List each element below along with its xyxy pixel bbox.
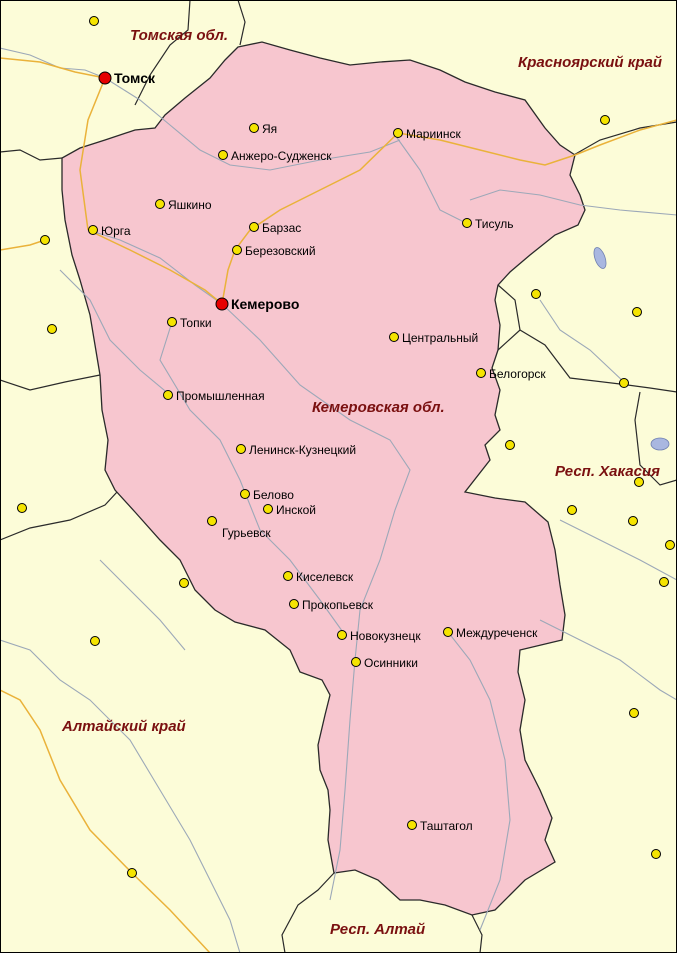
yellow-circle-icon: [249, 123, 259, 133]
city-tomsk[interactable]: Томск: [98, 70, 156, 86]
region-label-altai-rep: Респ. Алтай: [330, 921, 425, 938]
yellow-circle-icon: [351, 657, 361, 667]
yellow-circle-icon: [337, 630, 347, 640]
city-label-inskoy: Инской: [276, 503, 316, 517]
region-label-tomsk: Томская обл.: [130, 27, 228, 44]
city-berezovsky[interactable]: Березовский: [232, 244, 316, 258]
yellow-circle-icon: [462, 218, 472, 228]
region-label-khakassia: Респ. Хакасия: [555, 463, 660, 480]
yellow-circle-icon: [236, 444, 246, 454]
city-label-tomsk: Томск: [114, 70, 156, 86]
yellow-circle-icon: [155, 199, 165, 209]
city-novokuznetsk[interactable]: Новокузнецк: [337, 629, 422, 643]
yellow-circle-icon: [240, 489, 250, 499]
yellow-circle-icon: [232, 245, 242, 255]
city-tsentralny[interactable]: Центральный: [389, 331, 479, 345]
city-label-barzas: Барзас: [262, 221, 301, 235]
yellow-circle-icon: [207, 516, 217, 526]
city-guryevsk[interactable]: Гурьевск: [207, 516, 272, 541]
city-label-guryevsk: Гурьевск: [222, 526, 271, 540]
outside-settlements: [17, 16, 675, 878]
city-label-berezovsky: Березовский: [245, 244, 316, 258]
red-circle-icon: [98, 71, 112, 85]
city-markers: Яя Мариинск Анжеро-Судженск Яшкино Юрга …: [88, 122, 547, 833]
city-promyshlennaya[interactable]: Промышленная: [163, 389, 265, 403]
lakes: [593, 247, 670, 451]
city-mariinsk[interactable]: Мариинск: [393, 127, 462, 141]
city-label-leninsk: Ленинск-Кузнецкий: [249, 443, 356, 457]
yellow-circle-icon: [88, 225, 98, 235]
city-label-yaya: Яя: [262, 122, 277, 136]
yellow-circle-icon: [263, 504, 273, 514]
city-topki[interactable]: Топки: [167, 316, 212, 330]
yellow-circle-icon: [167, 317, 177, 327]
region-label-altai-krai: Алтайский край: [61, 718, 186, 735]
city-label-tsentralny: Центральный: [402, 331, 478, 345]
city-yashkino[interactable]: Яшкино: [155, 198, 212, 212]
yellow-circle-icon: [443, 627, 453, 637]
city-label-yurga: Юрга: [101, 224, 131, 238]
city-label-tisul: Тисуль: [475, 217, 514, 231]
city-mezhdurechensk[interactable]: Междуреченск: [443, 626, 539, 640]
city-inskoy[interactable]: Инской: [263, 503, 317, 517]
city-label-belogorsk: Белогорск: [489, 367, 546, 381]
city-prokopyevsk[interactable]: Прокопьевск: [289, 598, 374, 612]
region-label-krasnoyarsk: Красноярский край: [518, 54, 662, 71]
city-label-mariinsk: Мариинск: [406, 127, 462, 141]
yellow-circle-icon: [249, 222, 259, 232]
city-leninsk[interactable]: Ленинск-Кузнецкий: [236, 443, 357, 457]
city-label-novokuznetsk: Новокузнецк: [350, 629, 421, 643]
yellow-circle-icon: [393, 128, 403, 138]
city-label-kemerovo: Кемерово: [231, 296, 299, 312]
city-kemerovo[interactable]: Кемерово: [215, 296, 299, 312]
roads: [0, 57, 677, 953]
red-circle-icon: [215, 297, 229, 311]
city-label-mezhdurechensk: Междуреченск: [456, 626, 538, 640]
city-label-osinniki: Осинники: [364, 656, 418, 670]
yellow-circle-icon: [218, 150, 228, 160]
city-yurga[interactable]: Юрга: [88, 224, 131, 238]
city-label-kiselevsk: Киселевск: [296, 570, 354, 584]
yellow-circle-icon: [389, 332, 399, 342]
yellow-circle-icon: [407, 820, 417, 830]
city-belovo[interactable]: Белово: [240, 488, 295, 502]
region-label-kemerovo: Кемеровская обл.: [312, 399, 445, 416]
region-labels: Томская обл. Красноярский край Кемеровск…: [61, 27, 662, 938]
city-label-yashkino: Яшкино: [168, 198, 212, 212]
city-label-tashtagol: Таштагол: [420, 819, 473, 833]
yellow-circle-icon: [289, 599, 299, 609]
city-label-prokopyevsk: Прокопьевск: [302, 598, 374, 612]
kemerovo-oblast-area: [61, 41, 586, 916]
city-tisul[interactable]: Тисуль: [462, 217, 514, 231]
city-label-promyshlennaya: Промышленная: [176, 389, 265, 403]
city-osinniki[interactable]: Осинники: [351, 656, 418, 670]
city-belogorsk[interactable]: Белогорск: [476, 367, 547, 381]
capital-markers: Томск Кемерово: [98, 70, 299, 312]
yellow-circle-icon: [476, 368, 486, 378]
city-label-belovo: Белово: [253, 488, 294, 502]
city-yaya[interactable]: Яя: [249, 122, 278, 136]
city-anzhero[interactable]: Анжеро-Судженск: [218, 149, 333, 163]
yellow-circle-icon: [283, 571, 293, 581]
city-barzas[interactable]: Барзас: [249, 221, 302, 235]
city-label-anzhero: Анжеро-Судженск: [231, 149, 332, 163]
yellow-circle-icon: [163, 390, 173, 400]
city-tashtagol[interactable]: Таштагол: [407, 819, 473, 833]
city-kiselevsk[interactable]: Киселевск: [283, 570, 354, 584]
city-label-topki: Топки: [180, 316, 212, 330]
